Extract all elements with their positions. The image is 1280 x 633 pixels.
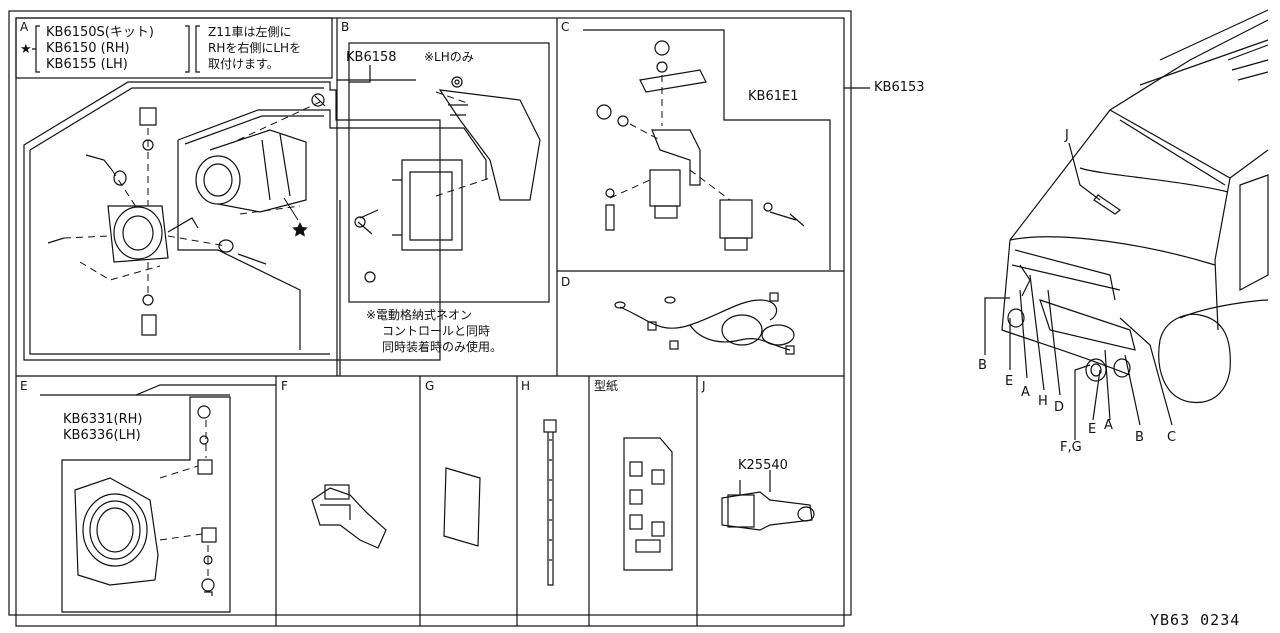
car-callout-a-left: A — [1021, 385, 1030, 400]
kit-a-set: KB6150S(キット) — [46, 25, 154, 40]
kit-j: K25540 — [738, 458, 788, 473]
kit-e-rh: KB6331(RH) — [63, 412, 143, 427]
outer-frame — [8, 10, 852, 616]
kit-a-lh: KB6155 (LH) — [46, 57, 128, 72]
kit-c: KB61E1 — [748, 89, 799, 104]
section-label-d: D — [561, 275, 571, 289]
kit-b: KB6158 — [346, 50, 397, 65]
section-label-f: F — [281, 379, 288, 393]
section-label-template: 型紙 — [594, 379, 619, 393]
note-z11-line1: Z11車は左側に — [208, 25, 292, 39]
car-illustration — [984, 9, 1269, 440]
inner-frame — [15, 17, 845, 627]
section-label-a: A — [20, 20, 29, 34]
car-callout-j: J — [1065, 128, 1069, 143]
kit-e-lh: KB6336(LH) — [63, 428, 141, 443]
star-marker: ★ — [20, 42, 32, 57]
section-label-c: C — [561, 20, 570, 34]
car-callout-d: D — [1054, 400, 1065, 415]
note-neon-line1: ※電動格納式ネオン — [366, 308, 473, 322]
car-callout-b-left: B — [978, 358, 987, 373]
car-callout-h: H — [1038, 394, 1048, 409]
section-label-h: H — [521, 379, 531, 393]
note-neon-line3: 同時装着時のみ使用。 — [382, 340, 503, 354]
note-z11-line2: RHを右側にLHを — [208, 41, 302, 55]
car-callout-b-right: B — [1135, 430, 1144, 445]
car-callout-e-right: E — [1088, 422, 1097, 437]
car-callout-fg: F,G — [1060, 440, 1082, 455]
kit-overall: KB6153 — [874, 80, 925, 95]
section-label-j: J — [702, 379, 706, 393]
figure-code: YB63 0234 — [1150, 611, 1241, 629]
car-callout-a-right: A — [1104, 418, 1113, 433]
section-label-b: B — [341, 20, 350, 34]
note-lh-only: ※LHのみ — [424, 50, 474, 64]
note-z11-line3: 取付けます。 — [208, 57, 279, 71]
car-callout-e-left: E — [1005, 374, 1014, 389]
note-neon-line2: コントロールと同時 — [382, 324, 491, 338]
section-label-g: G — [425, 379, 435, 393]
kit-a-rh: KB6150 (RH) — [46, 41, 130, 56]
section-label-e: E — [20, 379, 28, 393]
car-callout-c: C — [1167, 430, 1177, 445]
